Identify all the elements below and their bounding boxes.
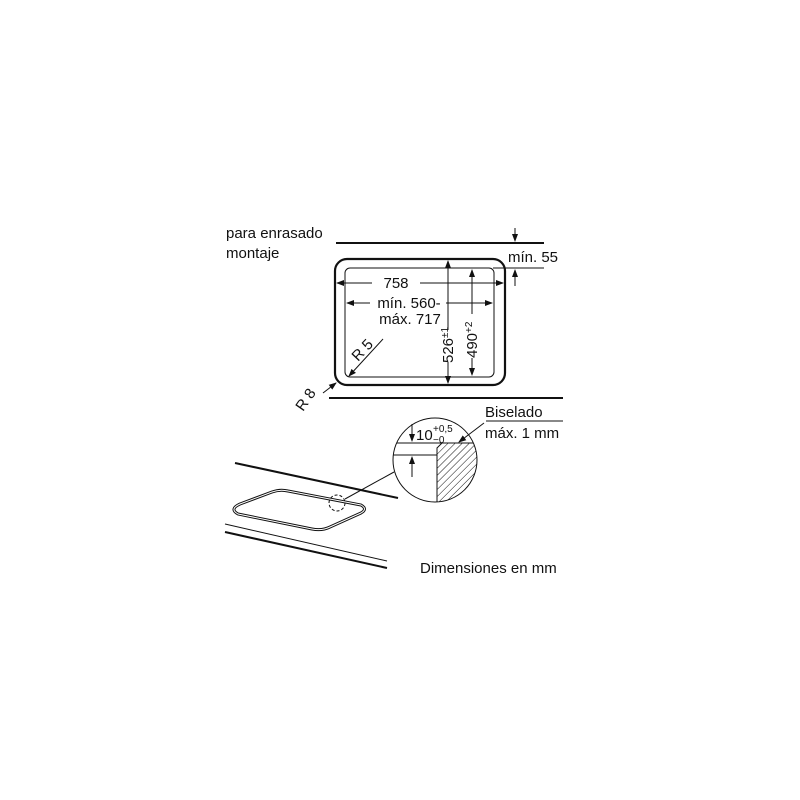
perspective-back-edge <box>234 462 399 499</box>
perspective-cutout-outer <box>232 488 366 532</box>
rebate-tol-plus: +0,5 <box>433 424 453 435</box>
min-depth-label: mín. 55 <box>508 249 558 266</box>
rebate-depth-label: 10 <box>416 427 433 444</box>
bevel-arrow <box>458 422 485 443</box>
perspective-cutout-inner <box>233 489 365 531</box>
bevel-title: Biselado <box>485 404 543 421</box>
perspective-front-edge-top <box>224 523 388 562</box>
flush-mount-label-1: para enrasado <box>226 225 323 242</box>
radius-inner-label: R 5 <box>348 336 376 365</box>
radius-outer-label: R 8 <box>292 385 319 414</box>
depth-inner-label: 490+2 <box>464 321 481 358</box>
worktop-section-hatch <box>436 442 477 502</box>
units-note: Dimensiones en mm <box>420 560 557 577</box>
radius-outer-leader <box>322 382 337 394</box>
inner-cutout <box>344 267 495 378</box>
radius-inner-leader <box>348 338 384 377</box>
width-outer-label: 758 <box>383 275 408 292</box>
outer-cutout <box>333 257 507 387</box>
detail-marker <box>328 494 346 512</box>
perspective-front-edge-bottom <box>224 531 388 569</box>
depth-outer-label: 526±1 <box>440 326 457 363</box>
rebate-detail: 10 +0,5 −0 <box>392 417 478 503</box>
flush-mount-label-2: montaje <box>226 245 279 262</box>
detail-leader <box>344 471 395 500</box>
detail-circle <box>392 417 478 503</box>
rebate-tol-minus: −0 <box>433 435 445 446</box>
bevel-max-label: máx. 1 mm <box>485 425 559 442</box>
width-inner-min-label: mín. 560- <box>377 295 440 312</box>
width-inner-max-label: máx. 717 <box>379 311 441 328</box>
